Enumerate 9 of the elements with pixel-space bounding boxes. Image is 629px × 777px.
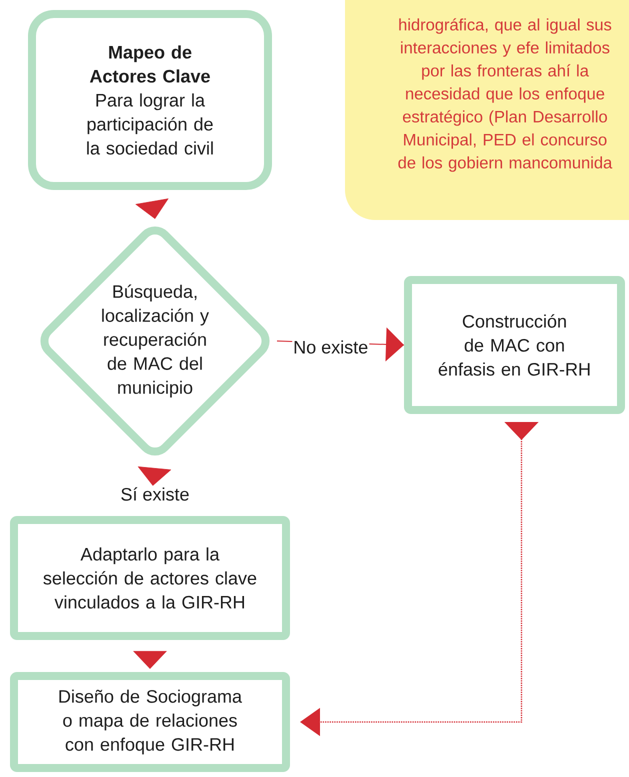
note-box: hidrográfica, que al igual sus interacciones y efe limitados por las fronteras ahí la necesidad que los enfoque estratégico (Plan Desarrollo Municipal, PED el concurso de los gobiern mancomunida — [345, 0, 629, 220]
process-box: Diseño de Sociograma o mapa de relaciones con enfoque GIR-RH — [10, 672, 290, 772]
process-box: Adaptarlo para la selección de actores clave vinculados a la GIR-RH — [10, 516, 290, 640]
arrowhead — [138, 466, 172, 486]
process-box: Construcción de MAC con énfasis en GIR-RH — [404, 276, 625, 414]
arrowhead — [133, 651, 167, 669]
edge-label: Sí existe — [119, 486, 190, 502]
edge-label: No existe — [292, 339, 370, 355]
process-box: Mapeo de Actores Clave Para lograr la participación de la sociedad civil — [28, 10, 272, 190]
